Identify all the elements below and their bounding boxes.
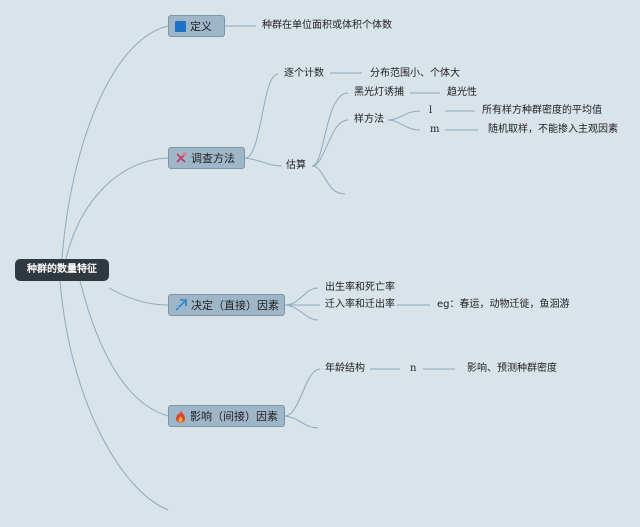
direct-migration-note[interactable]: eg：春运，动物迁徙，鱼洄游 — [437, 299, 570, 310]
connector-root-direct — [108, 287, 169, 306]
connector-root-definition — [61, 25, 169, 260]
branch-survey[interactable]: 调查方法 — [168, 147, 245, 169]
survey-light-trap[interactable]: 黑光灯诱捕 — [354, 87, 404, 98]
direct-birth-death[interactable]: 出生率和死亡率 — [325, 282, 395, 293]
blue-square-icon — [175, 20, 186, 32]
survey-quadrat[interactable]: 样方法 — [354, 114, 384, 125]
survey-quadrat-l[interactable]: l — [429, 105, 433, 116]
branch-indirect-label: 影响（间接）因素 — [190, 410, 278, 423]
tools-icon — [176, 152, 187, 163]
survey-count-each[interactable]: 逐个计数 — [284, 68, 324, 79]
survey-count-each-note[interactable]: 分布范围小、个体大 — [370, 68, 460, 79]
branch-direct[interactable]: 决定（直接）因素 — [168, 294, 285, 316]
connector-root-extra — [59, 280, 169, 511]
survey-quadrat-m-note[interactable]: 随机取样，不能掺入主观因素 — [488, 124, 618, 135]
survey-light-trap-note[interactable]: 趋光性 — [447, 87, 477, 98]
flame-icon — [176, 410, 185, 422]
survey-quadrat-m[interactable]: m — [430, 124, 440, 135]
survey-quadrat-l-note[interactable]: 所有样方种群密度的平均值 — [482, 105, 602, 116]
branch-indirect[interactable]: 影响（间接）因素 — [168, 405, 285, 427]
connector-root-survey — [65, 157, 169, 260]
direct-migration[interactable]: 迁入率和迁出率 — [325, 299, 395, 310]
branch-definition[interactable]: 定义 — [168, 15, 225, 37]
branch-direct-label: 决定（直接）因素 — [191, 299, 279, 312]
branch-survey-label: 调查方法 — [191, 152, 235, 165]
indirect-age[interactable]: 年龄结构 — [325, 363, 365, 374]
survey-estimate[interactable]: 估算 — [286, 160, 306, 171]
arrow-icon — [175, 299, 187, 311]
root-node[interactable]: 种群的数量特征 — [15, 259, 109, 281]
definition-detail[interactable]: 种群在单位面积或体积个体数 — [262, 20, 392, 31]
connector-root-indirect — [79, 280, 169, 417]
indirect-age-note[interactable]: 影响、预测种群密度 — [467, 363, 557, 374]
branch-definition-label: 定义 — [190, 20, 212, 33]
indirect-age-n[interactable]: n — [410, 363, 417, 374]
